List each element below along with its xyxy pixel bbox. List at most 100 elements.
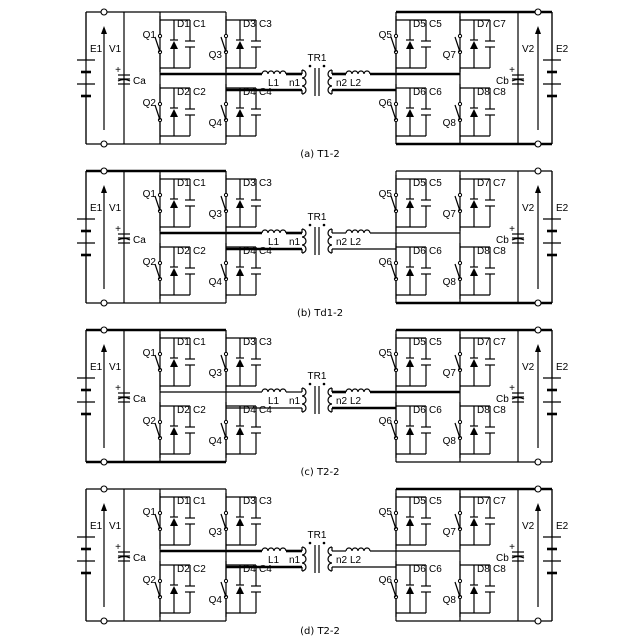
inductor-l2 [346, 548, 370, 551]
diode-body [406, 268, 414, 276]
diode-label: D2 [177, 564, 190, 575]
cap-plus: + [509, 542, 515, 553]
diode-label: D4 [243, 564, 256, 575]
switch-label: Q5 [379, 30, 393, 41]
switch-label: Q6 [379, 575, 393, 586]
switch-contact [394, 34, 397, 37]
inductor-coil [346, 230, 370, 233]
switch-contact [394, 193, 397, 196]
diode-label: D1 [177, 337, 190, 348]
switch-contact [224, 420, 227, 423]
arrow-v1 [101, 503, 107, 607]
cell-q6: Q6D6C6 [379, 402, 443, 458]
diode-label: D5 [413, 178, 426, 189]
polarity-dot [323, 65, 326, 68]
capacitor-ca: + [115, 542, 130, 561]
label-v2: V2 [522, 203, 535, 214]
diode-label: D7 [477, 496, 490, 507]
cell-q8: Q8D8C8 [443, 561, 507, 617]
panel-d: E1V1+CaQ1D1C1Q2D2C2Q3D3C3Q4D4C4Q5D5C5Q6D… [77, 486, 569, 637]
switch-contact [458, 352, 461, 355]
label-v2: V2 [522, 521, 535, 532]
inductor-l2 [346, 230, 370, 233]
cell-q2: Q2D2C2 [143, 402, 207, 458]
cap-label: C2 [193, 405, 206, 416]
arrow-head [101, 185, 107, 193]
arrow-v1 [101, 185, 107, 289]
terminal [535, 9, 541, 15]
switch-label: Q2 [143, 575, 157, 586]
switch-label: Q1 [143, 507, 157, 518]
diode-label: D7 [477, 19, 490, 30]
cell-q1: Q1D1C1 [143, 334, 207, 390]
cap-label: C7 [493, 178, 506, 189]
cap-label: C2 [193, 564, 206, 575]
inductor-coil [346, 389, 370, 392]
switch-label: Q1 [143, 30, 157, 41]
label-n2: n2 [336, 555, 348, 566]
cap-label: C1 [193, 496, 206, 507]
arrow-head [535, 185, 541, 193]
diode-body [470, 109, 478, 117]
cap-plus: + [115, 383, 121, 394]
cap-plus: + [509, 224, 515, 235]
switch-contact [224, 261, 227, 264]
diode-label: D3 [243, 337, 256, 348]
switch-label: Q7 [443, 209, 457, 220]
label-tr1: TR1 [308, 53, 327, 64]
diode-label: D5 [413, 496, 426, 507]
polarity-dot [309, 383, 312, 386]
inductor-l2 [346, 71, 370, 74]
inductor-l1 [262, 71, 286, 74]
terminal [101, 168, 107, 174]
cap-label: C5 [429, 19, 442, 30]
switch-contact [224, 352, 227, 355]
cell-q6: Q6D6C6 [379, 243, 443, 299]
cell-q3: Q3D3C3 [209, 16, 273, 72]
diode-label: D5 [413, 19, 426, 30]
diode-body [236, 518, 244, 526]
cell-q7: Q7D7C7 [443, 16, 507, 72]
diode-label: D2 [177, 405, 190, 416]
diode-body [236, 427, 244, 435]
cap-label: C8 [493, 405, 506, 416]
label-l1: L1 [268, 237, 280, 248]
diode-body [406, 109, 414, 117]
diode-body [236, 41, 244, 49]
cap-label: C6 [429, 87, 442, 98]
diode-body [170, 109, 178, 117]
cap-label: C5 [429, 337, 442, 348]
switch-label: Q3 [209, 50, 223, 61]
diode-body [470, 586, 478, 594]
panel-caption: (a) T1-2 [300, 149, 340, 160]
switch-label: Q4 [209, 595, 223, 606]
diode-body [470, 518, 478, 526]
polarity-dot [309, 224, 312, 227]
panel-a: E1V1+CaQ1D1C1Q2D2C2Q3D3C3Q4D4C4Q5D5C5Q6D… [77, 9, 569, 160]
diode-label: D1 [177, 496, 190, 507]
switch-contact [224, 34, 227, 37]
diode-body [170, 427, 178, 435]
cap-label: C3 [259, 19, 272, 30]
polarity-dot [323, 224, 326, 227]
diode-label: D4 [243, 246, 256, 257]
switch-contact [394, 261, 397, 264]
capacitor-ca: + [115, 383, 130, 402]
terminal [535, 327, 541, 333]
label-v1: V1 [109, 362, 122, 373]
diode-label: D4 [243, 87, 256, 98]
terminal [535, 486, 541, 492]
cell-q6: Q6D6C6 [379, 84, 443, 140]
label-ca: Ca [133, 553, 146, 564]
label-l2: L2 [350, 237, 362, 248]
switch-contact [224, 511, 227, 514]
cell-q8: Q8D8C8 [443, 402, 507, 458]
diode-label: D8 [477, 405, 490, 416]
diode-label: D3 [243, 496, 256, 507]
terminal [101, 459, 107, 465]
diode-label: D1 [177, 19, 190, 30]
switch-contact [158, 511, 161, 514]
label-e2: E2 [556, 521, 569, 532]
label-e1: E1 [90, 203, 103, 214]
label-e1: E1 [90, 521, 103, 532]
